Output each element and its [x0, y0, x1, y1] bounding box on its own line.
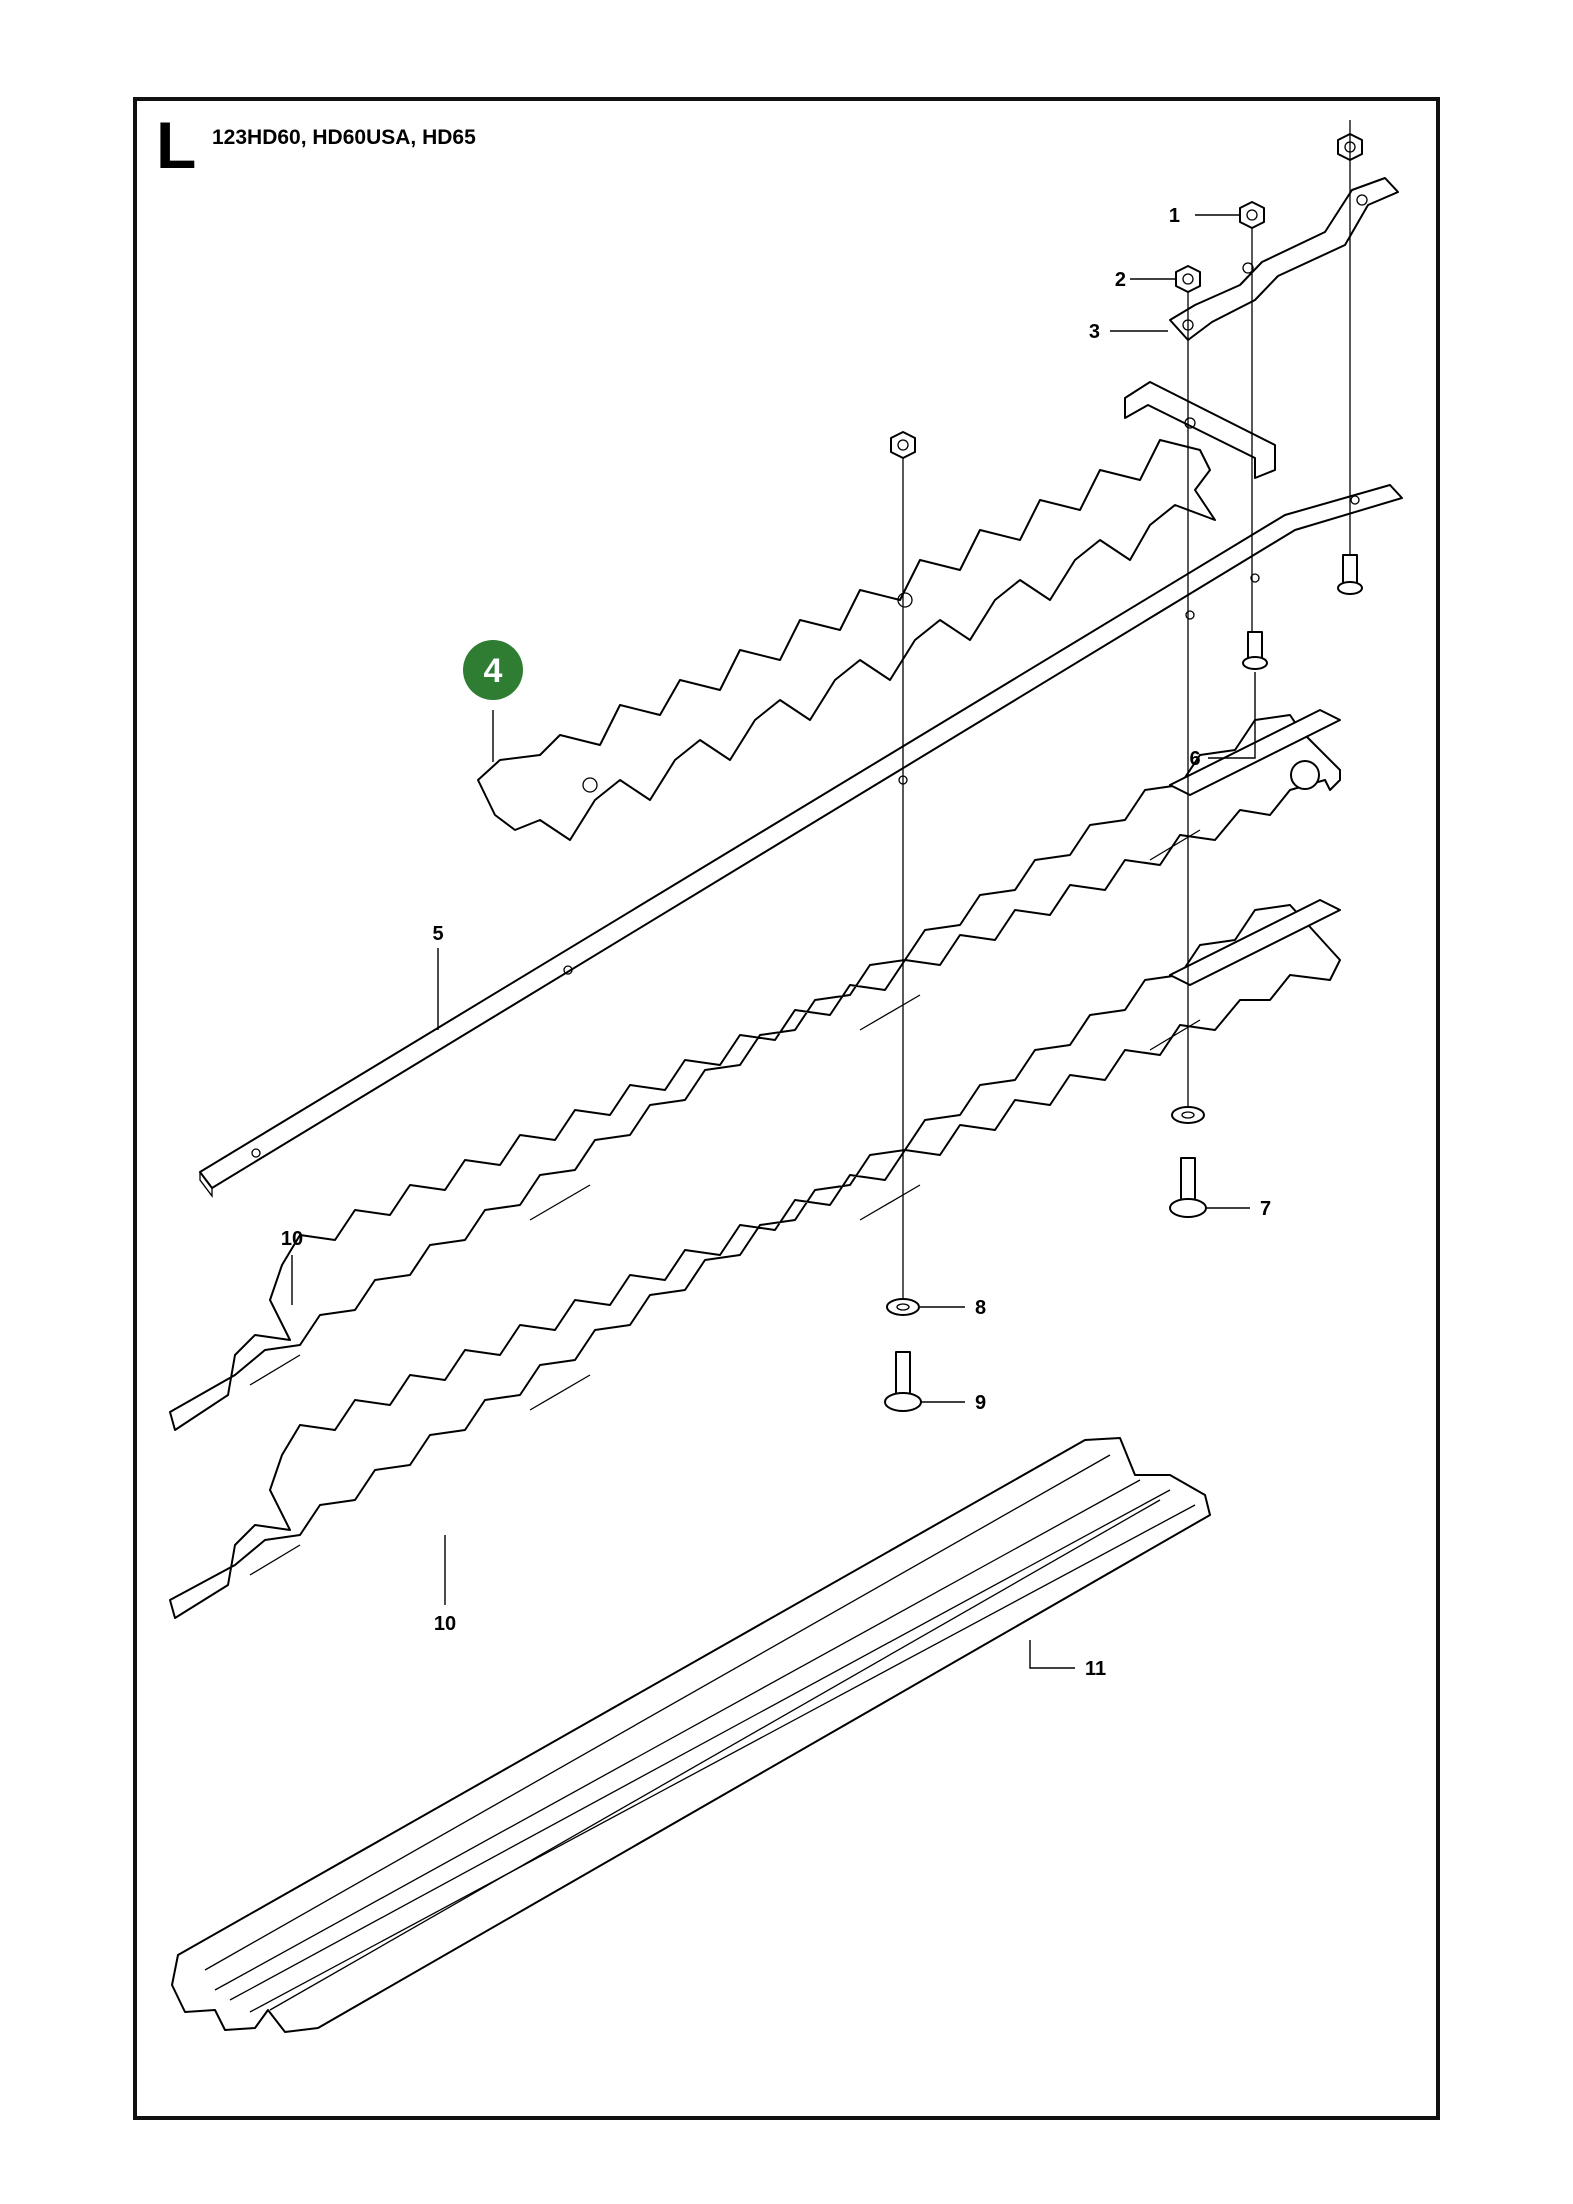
nut-middle: [890, 431, 916, 459]
part-flat-bar-5: [199, 484, 1403, 1198]
screw-part-9: [884, 1351, 922, 1412]
callout-10-lower: 10: [434, 1613, 456, 1635]
callout-2: 2: [1115, 269, 1126, 291]
callout-4: 4: [484, 652, 503, 690]
part-blade-sheath-11: [171, 1437, 1211, 2033]
screw-part-7: [1169, 1157, 1207, 1218]
callout-7: 7: [1260, 1198, 1271, 1220]
section-letter: L: [156, 108, 197, 182]
callout-8: 8: [975, 1297, 986, 1319]
callout-11: 11: [1085, 1658, 1106, 1680]
callout-3: 3: [1089, 321, 1100, 343]
diagram-frame: [133, 97, 1440, 2120]
leader-lines: [291, 214, 1256, 1669]
part-blade-guide-4: [477, 439, 1216, 841]
callout-6: 6: [1189, 748, 1200, 770]
part-spacer-plate: [1124, 381, 1276, 479]
model-list: 123HD60, HD60USA, HD65: [212, 126, 476, 149]
callout-5: 5: [432, 923, 443, 945]
part-bracket-3: [1169, 177, 1399, 341]
callout-4-badge: [463, 640, 523, 700]
callout-10-upper: 10: [281, 1228, 303, 1250]
callout-9: 9: [975, 1392, 986, 1414]
part-cutting-blade-10-upper: [169, 709, 1341, 1431]
assembly-axis-lines: [902, 120, 1351, 1299]
callout-1: 1: [1169, 205, 1180, 227]
part-cutting-blade-10-lower: [169, 899, 1341, 1619]
screw-part-6: [1242, 631, 1268, 670]
screw-top-right: [1337, 554, 1363, 595]
washer-part-8: [886, 1298, 920, 1316]
nut-part-2: [1175, 265, 1201, 293]
nut-part-1: [1239, 201, 1265, 229]
washer-part-7: [1171, 1106, 1205, 1124]
